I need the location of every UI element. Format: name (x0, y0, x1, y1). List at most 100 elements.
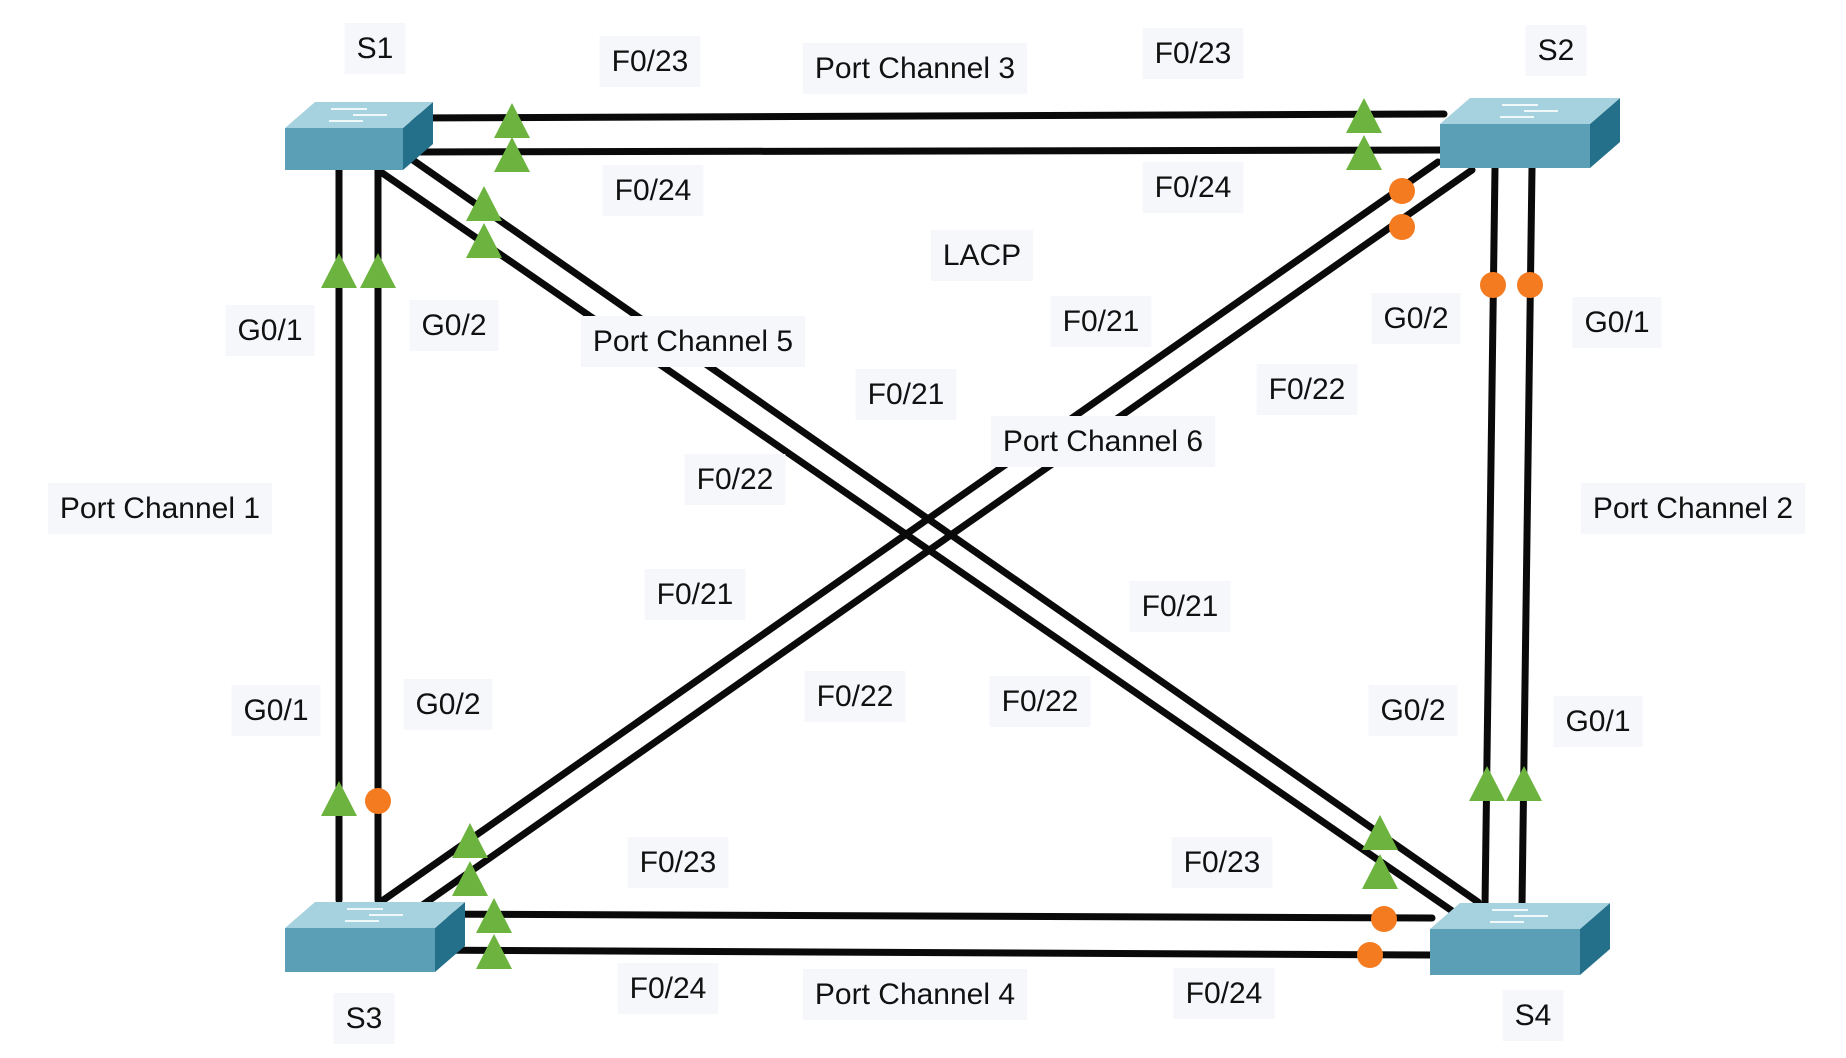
switch-label-s1: S1 (357, 32, 394, 65)
port-label-s3-f0-21: F0/21 (657, 578, 734, 611)
link-up-indicator-s4-g0-2 (1469, 766, 1505, 801)
port-label-s3-f0-22: F0/22 (817, 680, 894, 713)
port-label-s1-f0-21-background (855, 369, 957, 420)
link-blocked-indicator-s2-f0-22 (1389, 214, 1415, 240)
link-up-indicator-s2-f0-23 (1346, 98, 1382, 133)
link-up-indicator-s3-f0-21 (452, 823, 488, 858)
port-label-s3-f0-24-background (617, 963, 719, 1014)
port-label-s3-f0-23-background (627, 837, 729, 888)
cable-s2-s3-f0-22 (400, 166, 1476, 922)
port-label-s4-f0-22: F0/22 (1002, 685, 1079, 718)
switch-s1-arrows-icon (329, 108, 387, 122)
port-label-s2-g0-2: G0/2 (1383, 302, 1448, 335)
switch-s3-side (435, 902, 465, 972)
switch-s2-arrows-icon (1500, 104, 1558, 118)
port-label-s3-f0-24: F0/24 (630, 972, 707, 1005)
switch-layer (285, 98, 1620, 975)
label-background-layer (47, 23, 1806, 1044)
cable-s3-s4-f0-23 (401, 910, 1436, 922)
switch-label-s2-background (1525, 25, 1587, 76)
port-label-s1-g0-1-background (225, 305, 315, 356)
switch-s1-front (285, 128, 403, 170)
port-label-s1-g0-2: G0/2 (421, 309, 486, 342)
switch-label-s3-background (333, 993, 395, 1044)
port-label-s2-g0-1: G0/1 (1584, 306, 1649, 339)
link-up-indicator-s3-f0-23 (476, 898, 512, 933)
cable-s1-s4-f0-22 (406, 154, 1482, 906)
port-label-s1-g0-2-background (409, 300, 499, 351)
port-label-s3-g0-2: G0/2 (415, 688, 480, 721)
port-channel-label-3-background (802, 43, 1028, 94)
switch-s4-arrows-icon (1490, 909, 1548, 923)
link-up-indicator-s3-f0-24 (476, 934, 512, 969)
switch-label-s1-background (344, 23, 406, 74)
link-blocked-indicator-s2-g0-1 (1517, 272, 1543, 298)
cable-s2-s3-f0-21 (368, 158, 1442, 912)
switch-s1[interactable] (285, 102, 433, 170)
port-label-s1-f0-23-background (599, 36, 701, 87)
link-up-indicator-s3-f0-22 (452, 861, 488, 896)
port-channel-label-4-background (802, 969, 1028, 1020)
link-blocked-indicator-s3-g0-2 (365, 788, 391, 814)
cable-s1-s4-f0-21 (374, 166, 1462, 919)
port-label-s2-f0-21-background (1050, 296, 1152, 347)
port-label-s2-f0-22-background (1256, 364, 1358, 415)
port-label-s2-f0-24-background (1142, 162, 1244, 213)
port-label-s2-f0-22: F0/22 (1269, 373, 1346, 406)
port-channel-label-5: Port Channel 5 (593, 325, 793, 358)
link-blocked-indicator-s4-f0-23 (1371, 906, 1397, 932)
switch-s3-arrows-icon (345, 908, 403, 922)
switch-s3[interactable] (285, 902, 465, 972)
port-label-s2-f0-24: F0/24 (1155, 171, 1232, 204)
switch-s2-front (1440, 124, 1590, 168)
switch-s4-side (1580, 903, 1610, 975)
port-label-s4-f0-23: F0/23 (1184, 846, 1261, 879)
protocol-label: LACP (943, 239, 1021, 272)
port-channel-label-1-background (47, 483, 273, 534)
port-label-s1-f0-24-background (602, 165, 704, 216)
link-blocked-indicator-s2-g0-2 (1480, 272, 1506, 298)
port-channel-label-5-background (580, 316, 806, 367)
port-label-s4-f0-21: F0/21 (1142, 590, 1219, 623)
switch-s2[interactable] (1440, 98, 1620, 168)
port-label-s1-f0-21: F0/21 (868, 378, 945, 411)
port-label-s1-f0-22-background (684, 454, 786, 505)
port-label-s1-g0-1: G0/1 (237, 314, 302, 347)
port-label-s4-f0-23-background (1171, 837, 1273, 888)
cable-s1-s2-f0-23 (401, 110, 1448, 122)
port-label-s3-f0-22-background (804, 671, 906, 722)
port-label-s2-f0-21: F0/21 (1063, 305, 1140, 338)
link-up-indicator-s4-f0-21 (1362, 815, 1398, 850)
port-channel-label-2: Port Channel 2 (1593, 492, 1793, 525)
cable-s1-s2-f0-24 (401, 146, 1448, 156)
link-up-indicator-s1-g0-2 (360, 253, 396, 288)
link-up-indicator-s4-f0-22 (1362, 854, 1398, 889)
port-label-s3-f0-21-background (644, 569, 746, 620)
port-label-s2-f0-23: F0/23 (1155, 37, 1232, 70)
cable-layer (335, 110, 1536, 959)
link-status-layer (321, 98, 1543, 969)
link-blocked-indicator-s2-f0-21 (1389, 178, 1415, 204)
link-up-indicator-s1-f0-22 (466, 223, 502, 258)
switch-s4-front (1430, 929, 1580, 975)
port-channel-label-3: Port Channel 3 (815, 52, 1015, 85)
port-label-s4-g0-1-background (1553, 696, 1643, 747)
switch-label-s4-background (1502, 990, 1564, 1041)
port-label-s3-g0-1-background (231, 685, 321, 736)
switch-s4[interactable] (1430, 903, 1610, 975)
port-label-s4-g0-2: G0/2 (1380, 694, 1445, 727)
link-blocked-indicator-s4-f0-24 (1357, 942, 1383, 968)
port-label-s3-f0-23: F0/23 (640, 846, 717, 879)
switch-label-s3: S3 (346, 1002, 383, 1035)
port-label-s2-g0-2-background (1371, 293, 1461, 344)
port-channel-label-6: Port Channel 6 (1003, 425, 1203, 458)
switch-s3-front (285, 928, 435, 972)
port-label-s4-f0-24: F0/24 (1186, 977, 1263, 1010)
port-channel-label-4: Port Channel 4 (815, 978, 1015, 1011)
cable-s3-s4-f0-24 (401, 946, 1436, 959)
port-label-s4-f0-22-background (989, 676, 1091, 727)
link-up-indicator-s2-f0-24 (1346, 135, 1382, 170)
link-up-indicator-s3-g0-1 (321, 781, 357, 816)
link-up-indicator-s1-f0-21 (466, 186, 502, 221)
